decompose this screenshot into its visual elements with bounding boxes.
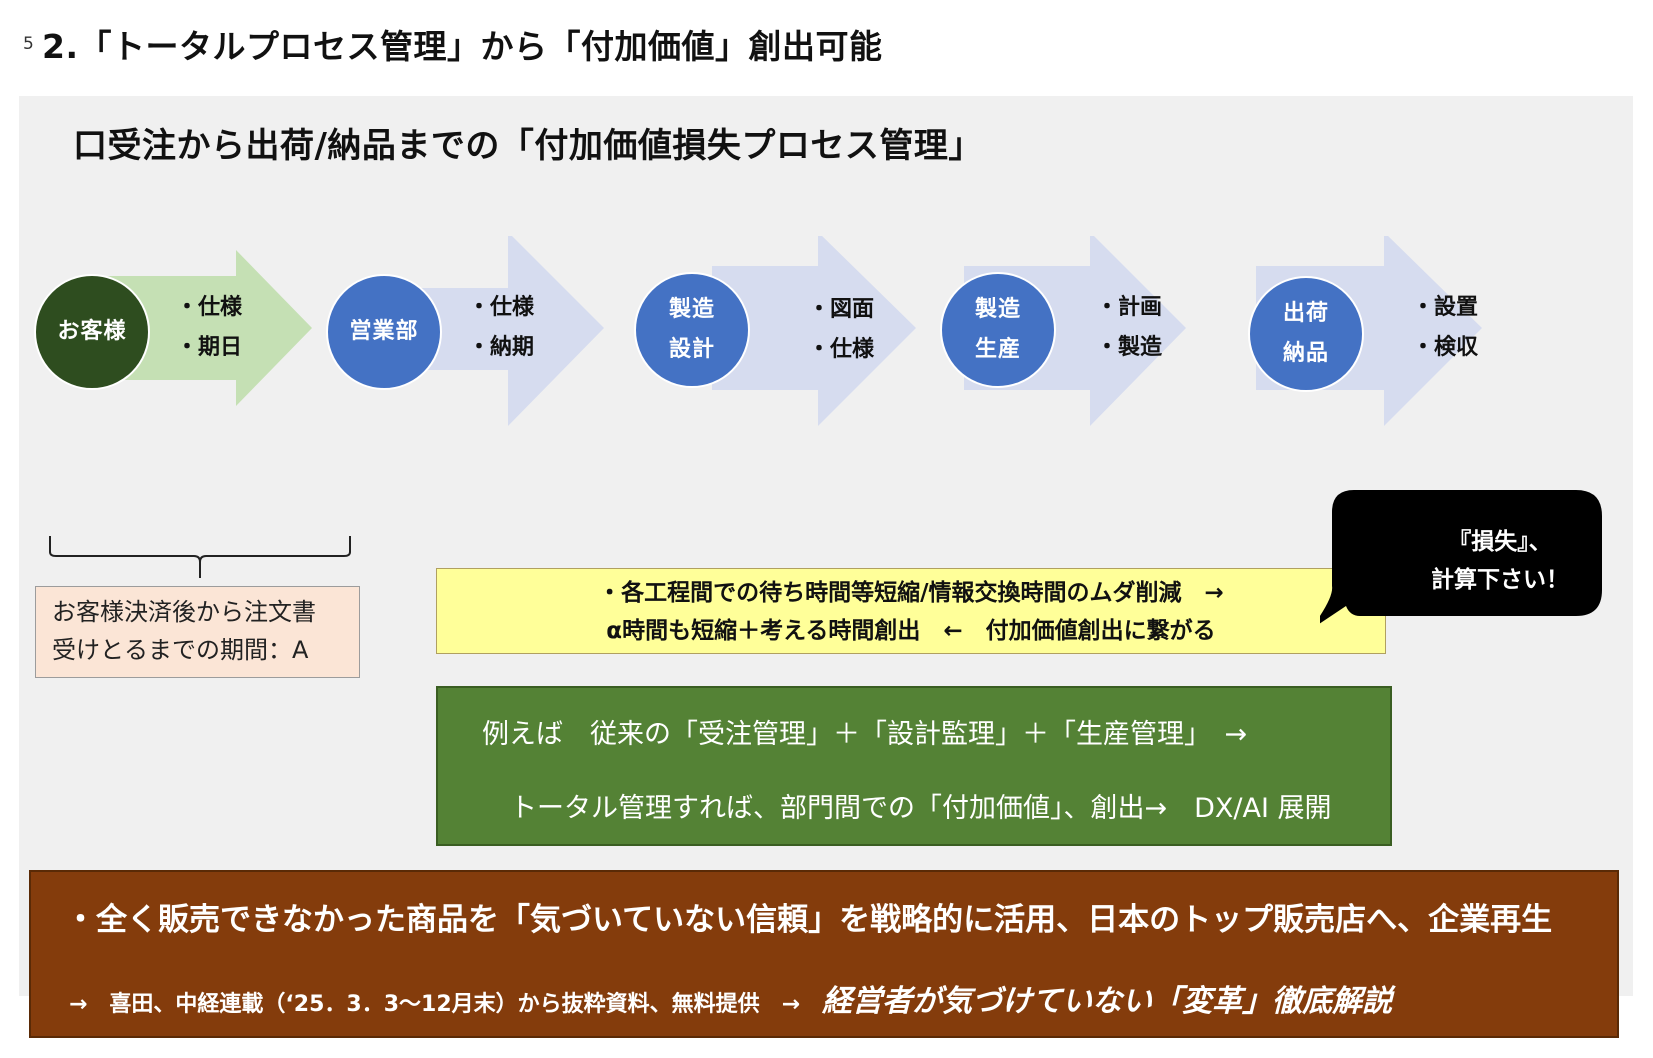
total-management-line2: トータル管理すれば、部門間での「付加価値」、創出→ DX/AI 展開 bbox=[510, 793, 1332, 824]
item-shipping-1: ・設置 bbox=[1412, 295, 1479, 320]
loss-callout-bubble bbox=[1320, 490, 1602, 624]
item-production-1: ・計画 bbox=[1096, 295, 1163, 320]
items-design: ・図面 ・仕様 bbox=[808, 290, 874, 370]
flow-arrow-sales bbox=[380, 236, 604, 426]
items-sales: ・仕様 ・納期 bbox=[468, 288, 534, 368]
revival-banner-line1: ・全く販売できなかった商品を「気づいていない信頼」を戦略的に活用、日本のトップ販… bbox=[65, 902, 1553, 938]
item-shipping-2: ・検収 bbox=[1412, 335, 1479, 360]
item-customer-1: ・仕様 bbox=[176, 295, 243, 320]
node-sales: 営業部 bbox=[326, 274, 442, 390]
slide-title: 2.「トータルプロセス管理」から「付加価値」創出可能 bbox=[42, 27, 883, 66]
node-design: 製造 設計 bbox=[634, 272, 750, 388]
period-brace bbox=[49, 536, 351, 578]
process-flow: お客様 ・仕様 ・期日 営業部 ・仕様 ・納期 製造 設計 ・図面 ・仕様 製造… bbox=[0, 236, 1653, 466]
total-management-box: 例えば 従来の「受注管理」＋「設計監理」＋「生産管理」 → トータル管理すれば、… bbox=[436, 686, 1392, 846]
period-note-line1: お客様決済後から注文書 bbox=[52, 598, 316, 626]
slide-number: 5 bbox=[23, 34, 34, 54]
loss-callout-line2: 計算下さい！ bbox=[1431, 567, 1569, 593]
node-design-label-1: 製造 bbox=[668, 297, 715, 322]
waste-reduction-line1: ・各工程間での待ち時間等短縮/情報交換時間のムダ削減 → bbox=[598, 580, 1224, 606]
item-sales-1: ・仕様 bbox=[468, 295, 535, 320]
period-note-line2: 受けとるまでの期間：A bbox=[52, 636, 309, 664]
loss-callout-text: 『損失』、 計算下さい！ bbox=[1400, 523, 1600, 599]
flow-arrow-customer bbox=[100, 250, 312, 406]
item-sales-2: ・納期 bbox=[468, 335, 535, 360]
panel-heading: 口受注から出荷/納品までの「付加価値損失プロセス管理」 bbox=[73, 126, 983, 166]
node-shipping: 出荷 納品 bbox=[1248, 276, 1364, 392]
items-shipping: ・設置 ・検収 bbox=[1412, 288, 1478, 368]
node-customer: お客様 bbox=[34, 274, 150, 390]
flow-arrow-design bbox=[712, 236, 916, 426]
node-customer-label: お客様 bbox=[57, 319, 127, 344]
node-shipping-label-2: 納品 bbox=[1282, 341, 1329, 366]
node-production: 製造 生産 bbox=[940, 272, 1056, 388]
node-production-label-1: 製造 bbox=[974, 297, 1021, 322]
revival-banner-source: → 喜田、中経連載（‘25．3．3～12月末）から抜粋資料、無料提供 → bbox=[69, 992, 823, 1017]
total-management-line1: 例えば 従来の「受注管理」＋「設計監理」＋「生産管理」 → bbox=[482, 719, 1248, 750]
waste-reduction-line2: α時間も短縮＋考える時間創出 ← 付加価値創出に繋がる bbox=[606, 618, 1216, 644]
period-note: お客様決済後から注文書 受けとるまでの期間：A bbox=[35, 586, 360, 678]
revival-banner: ・全く販売できなかった商品を「気づいていない信頼」を戦略的に活用、日本のトップ販… bbox=[29, 870, 1619, 1038]
item-design-1: ・図面 bbox=[808, 297, 875, 322]
node-production-label-2: 生産 bbox=[974, 337, 1021, 362]
items-customer: ・仕様 ・期日 bbox=[176, 288, 242, 368]
node-design-label-2: 設計 bbox=[668, 337, 715, 362]
item-customer-2: ・期日 bbox=[176, 335, 243, 360]
waste-reduction-box: ・各工程間での待ち時間等短縮/情報交換時間のムダ削減 → α時間も短縮＋考える時… bbox=[436, 568, 1386, 654]
item-design-2: ・仕様 bbox=[808, 337, 875, 362]
revival-banner-line2: → 喜田、中経連載（‘25．3．3～12月末）から抜粋資料、無料提供 → 経営者… bbox=[69, 976, 1392, 1020]
node-shipping-label-1: 出荷 bbox=[1282, 301, 1329, 326]
item-production-2: ・製造 bbox=[1096, 335, 1163, 360]
loss-callout-line1: 『損失』、 bbox=[1448, 529, 1552, 555]
node-sales-label: 営業部 bbox=[349, 319, 419, 344]
items-production: ・計画 ・製造 bbox=[1096, 288, 1162, 368]
revival-banner-emphasis: 経営者が気づけていない「変革」徹底解説 bbox=[822, 984, 1393, 1019]
